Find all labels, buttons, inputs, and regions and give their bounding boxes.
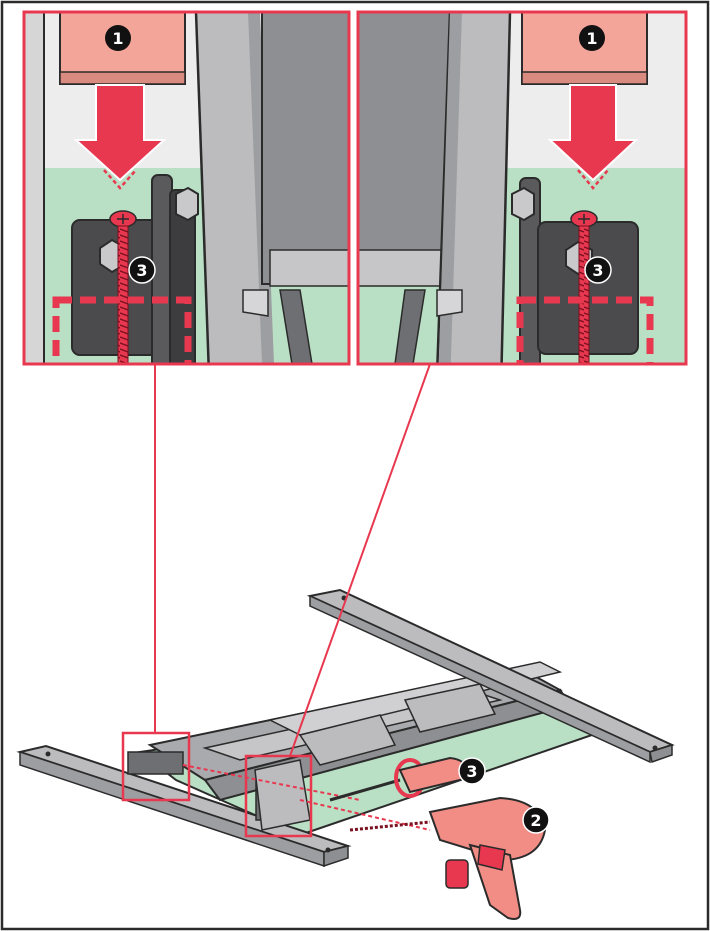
detail-panel-right: 1 3 — [356, 10, 688, 366]
svg-text:3: 3 — [136, 261, 147, 280]
svg-text:3: 3 — [592, 261, 603, 280]
step-1-badge: 1 — [105, 25, 131, 51]
step-3-badge: 3 — [584, 256, 612, 284]
svg-text:3: 3 — [466, 762, 477, 781]
svg-text:1: 1 — [112, 29, 123, 48]
desk-frame-overview — [16, 363, 675, 868]
svg-text:2: 2 — [530, 811, 541, 830]
down-arrow-icon — [73, 84, 167, 182]
detail-panel-right-frame — [356, 10, 688, 366]
step-3-badge: 3 — [458, 757, 486, 785]
step-3-badge: 3 — [128, 256, 156, 284]
detail-panel-left-frame — [22, 10, 351, 366]
step-2-badge: 2 — [522, 806, 550, 834]
wood-screw-icon — [570, 210, 598, 364]
wood-screw-icon — [109, 210, 137, 364]
power-drill-icon — [349, 796, 547, 920]
right-bracket-highlight — [244, 754, 313, 838]
down-arrow-icon — [547, 84, 639, 182]
svg-text:1: 1 — [586, 29, 597, 48]
detail-panel-left: 1 3 — [22, 10, 351, 366]
screwdriver-icon — [329, 756, 470, 802]
step-1-badge: 1 — [579, 25, 605, 51]
